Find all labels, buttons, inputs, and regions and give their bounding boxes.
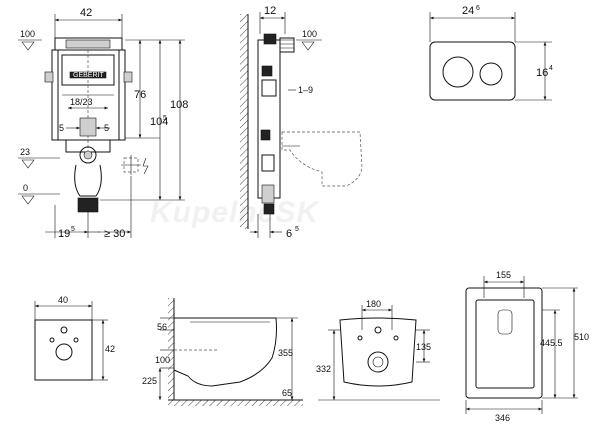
wc-rear-width-label: 180 bbox=[366, 299, 381, 309]
side-adjust-label: 1–9 bbox=[298, 85, 313, 95]
height-outer-label: 108 bbox=[170, 99, 188, 111]
side-bottom-label: 6 bbox=[286, 228, 292, 240]
floor-zero-label: 0 bbox=[23, 183, 28, 193]
wc-top-holes-label: 155 bbox=[496, 270, 511, 280]
bottom-right-label: ≥ 30 bbox=[104, 228, 125, 240]
height-inner-label: 104 bbox=[150, 116, 168, 128]
wc-side-d3-label: 225 bbox=[142, 376, 157, 386]
plate-width-sup: 6 bbox=[476, 5, 480, 12]
wc-top-length-label: 510 bbox=[574, 332, 589, 342]
wc-top-length-inner-label: 445.5 bbox=[540, 338, 563, 348]
flush-plate-view: 24 6 16 4 bbox=[429, 5, 553, 101]
bracket-view: 40 42 bbox=[34, 295, 115, 381]
height-inner-sup: 5 bbox=[163, 115, 167, 122]
wc-top-width-label: 346 bbox=[495, 413, 510, 423]
wc-side-d5-label: 65 bbox=[282, 388, 292, 398]
bottom-left-sup: 5 bbox=[71, 226, 75, 233]
height-mid-label: 76 bbox=[134, 89, 146, 101]
plate-height-sup: 4 bbox=[549, 65, 553, 72]
spacing-label: 18/23 bbox=[70, 97, 93, 107]
pipe-left-label: 5 bbox=[59, 123, 64, 133]
side-ref-right-label: 100 bbox=[302, 29, 317, 39]
bracket-width-label: 40 bbox=[58, 295, 68, 305]
wc-rear-view: 180 332 135 bbox=[316, 299, 440, 401]
plate-width-label: 24 bbox=[462, 5, 474, 17]
wc-side-d4-label: 355 bbox=[278, 348, 293, 358]
floor-offset-label: 23 bbox=[20, 147, 30, 157]
wc-top-view: 155 510 445.5 346 bbox=[465, 270, 589, 423]
wc-side-d1-label: 56 bbox=[157, 322, 167, 332]
wc-side-d2-label: 100 bbox=[155, 355, 170, 365]
watermark-text: KupelneSK bbox=[150, 196, 320, 229]
wc-rear-height-label: 332 bbox=[316, 364, 331, 374]
bottom-left-label: 19 bbox=[58, 228, 70, 240]
bracket-height-label: 42 bbox=[105, 344, 115, 354]
brand-label: GEBERIT bbox=[73, 72, 104, 79]
front-ref-left-label: 100 bbox=[20, 29, 35, 39]
side-depth-label: 12 bbox=[264, 5, 276, 17]
side-bottom-sup: 5 bbox=[295, 226, 299, 233]
carrier-front-view: 42 100 GEBERIT 18/23 5 5 bbox=[18, 7, 188, 240]
front-width-label: 42 bbox=[80, 7, 92, 19]
carrier-side-view: 12 100 1–9 6 5 bbox=[240, 5, 363, 240]
wc-side-view: 56 100 225 355 65 bbox=[142, 298, 303, 406]
plate-height-label: 16 bbox=[536, 67, 548, 79]
wc-rear-inlet-label: 135 bbox=[416, 342, 431, 352]
